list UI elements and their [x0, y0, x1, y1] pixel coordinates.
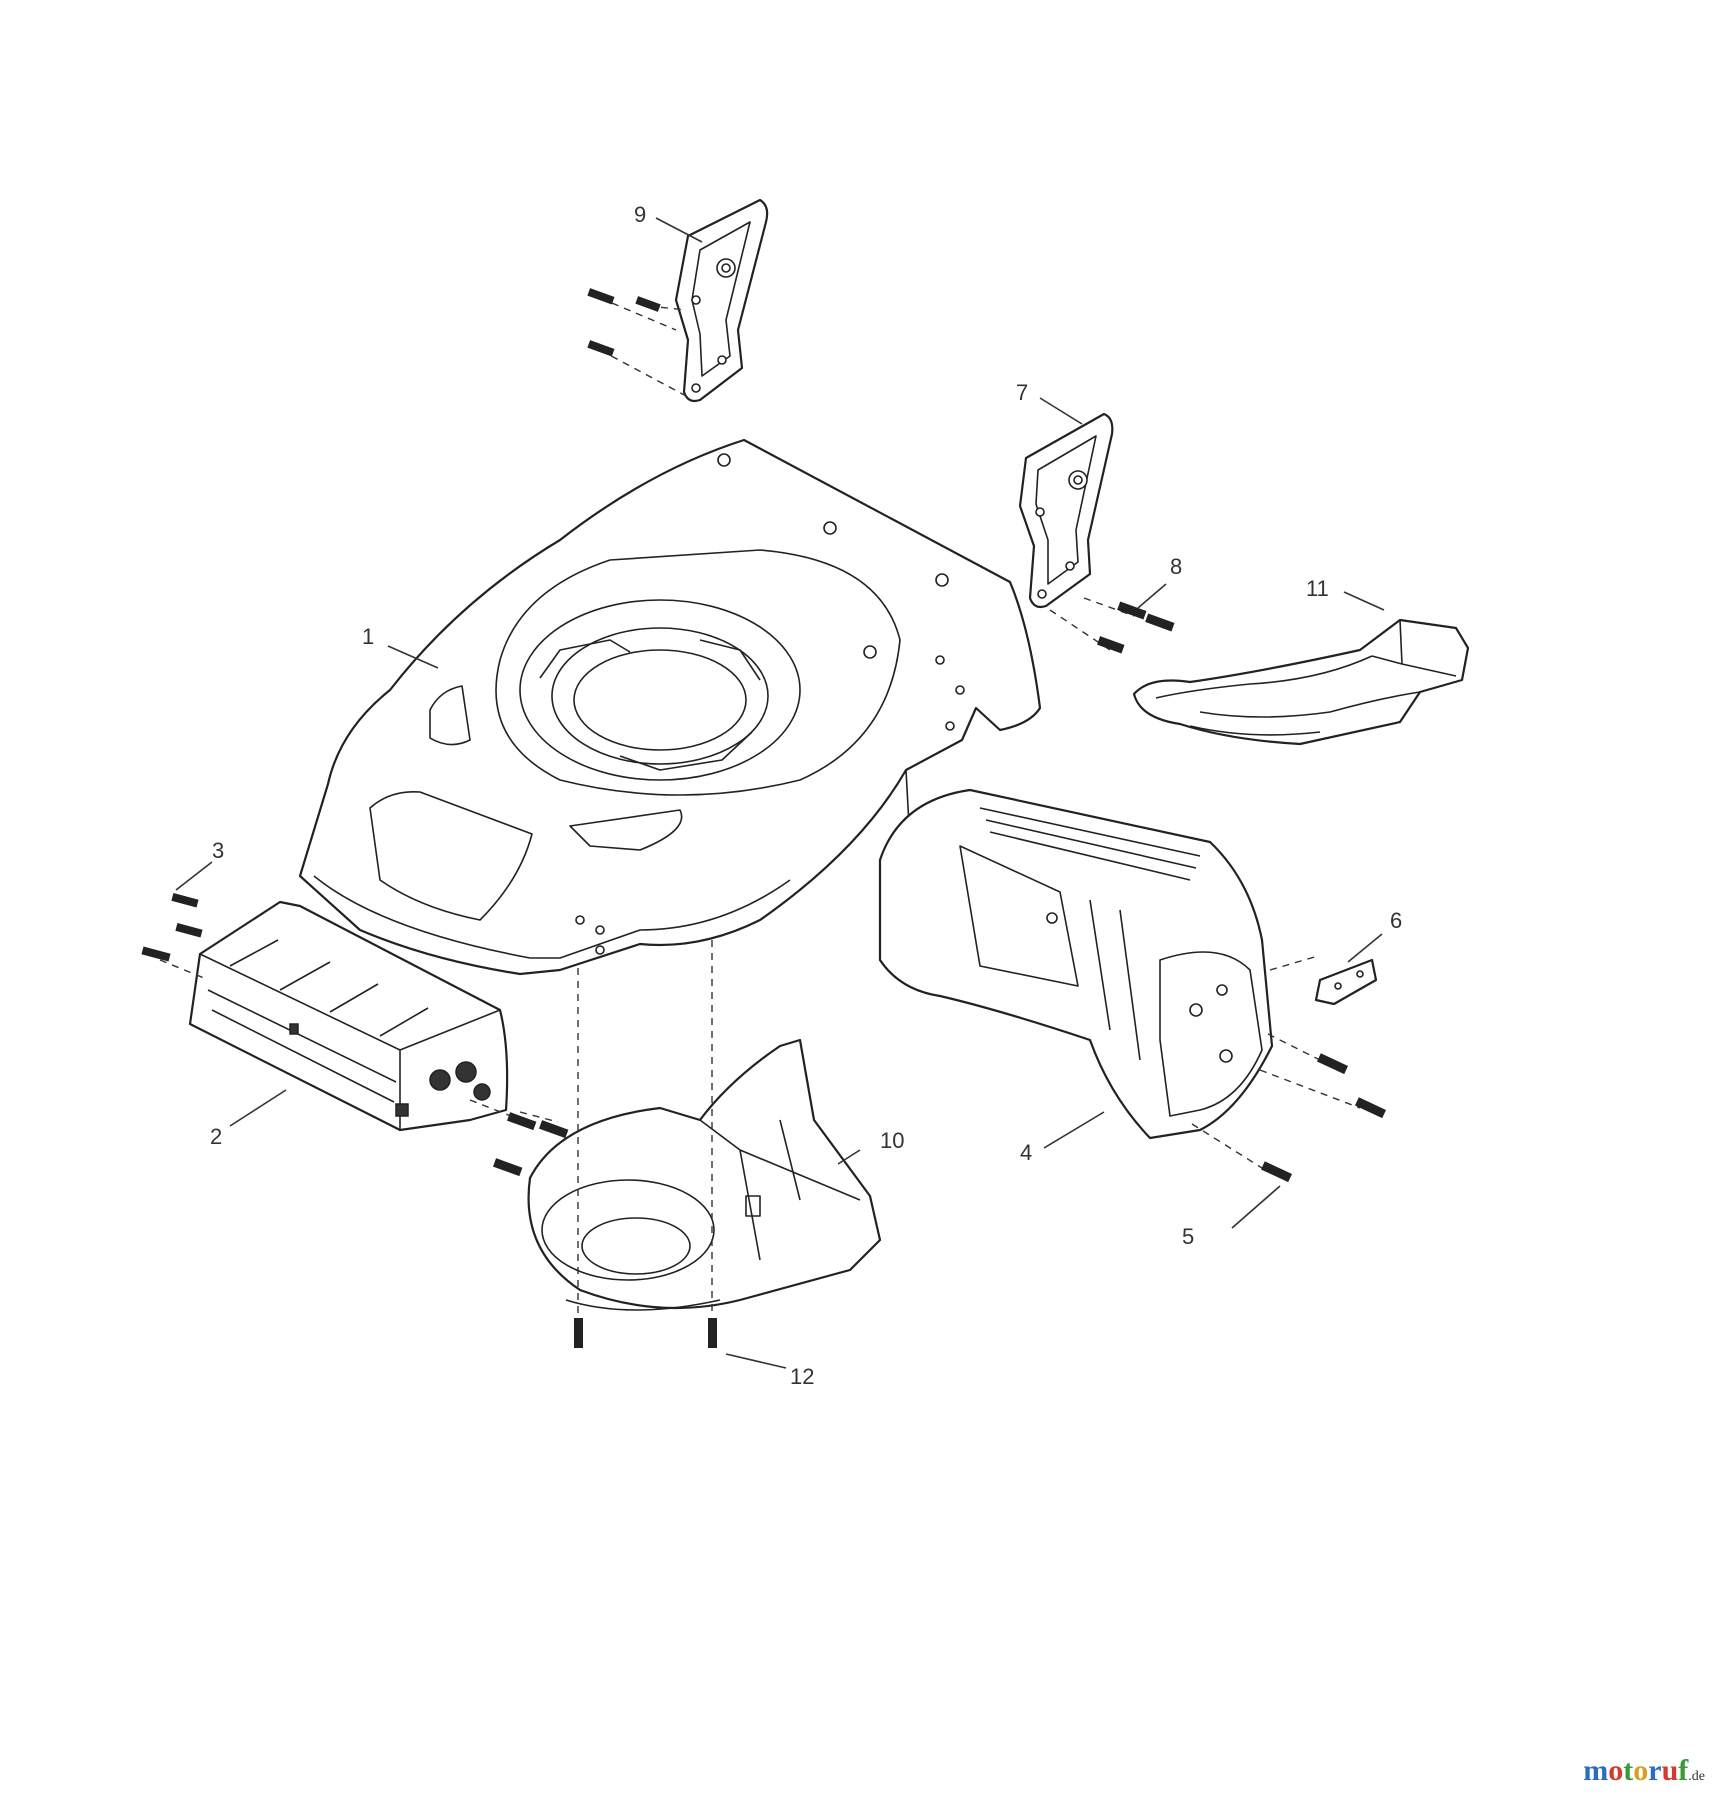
handle-bracket-lower	[1018, 412, 1114, 609]
callout-7: 7	[1016, 380, 1028, 405]
handle-bracket-lower-screws	[1049, 597, 1175, 654]
callout-labels: 1 2 3 4 5 6 7 8 9 10 11 12	[210, 202, 1402, 1389]
leader-lines	[175, 217, 1385, 1369]
side-cover	[1132, 618, 1470, 746]
front-bumper-screws	[141, 893, 569, 1177]
callout-4: 4	[1020, 1140, 1032, 1165]
cover-plate	[1269, 955, 1378, 1006]
callout-5: 5	[1182, 1224, 1194, 1249]
callout-9: 9	[634, 202, 646, 227]
watermark-text: motoruf	[1583, 1754, 1689, 1787]
mower-deck	[298, 438, 1042, 976]
watermark-logo: motoruf.de	[1583, 1754, 1705, 1788]
front-bumper	[188, 900, 509, 1132]
watermark-tld: .de	[1688, 1769, 1705, 1784]
callout-3: 3	[212, 838, 224, 863]
callout-11: 11	[1306, 576, 1329, 601]
callout-8: 8	[1170, 554, 1182, 579]
callout-2: 2	[210, 1124, 222, 1149]
rear-housing	[878, 788, 1274, 1140]
callout-6: 6	[1390, 908, 1402, 933]
callout-1: 1	[362, 624, 374, 649]
handle-bracket-upper	[674, 198, 769, 403]
housing-screws	[1191, 1033, 1387, 1183]
handle-bracket-upper-screws	[587, 288, 691, 399]
insert-screws	[574, 1318, 717, 1348]
callout-10: 10	[880, 1128, 904, 1153]
blade-housing-insert	[527, 1038, 882, 1311]
callout-12: 12	[790, 1364, 814, 1389]
